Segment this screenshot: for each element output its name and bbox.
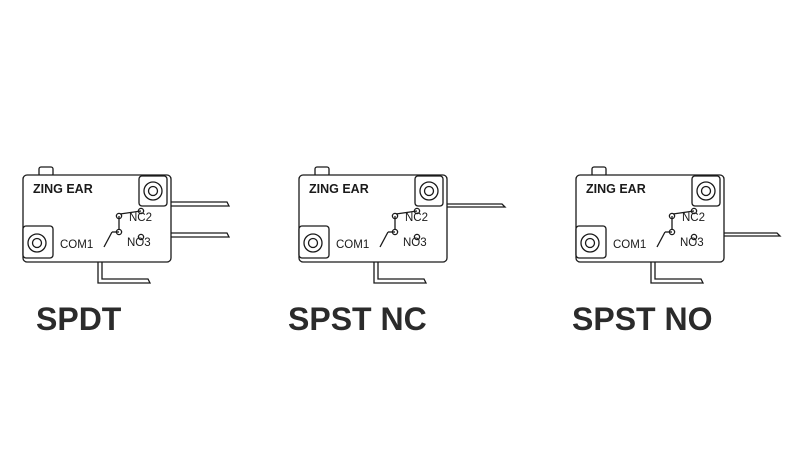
no-terminal-pin	[724, 232, 782, 237]
switch-spst-no: ZING EAR COM1 NC2 NO3	[575, 166, 782, 284]
nc-terminal-pin	[447, 203, 507, 208]
nc-terminal-label: NC2	[682, 212, 705, 224]
no-terminal-pin	[171, 232, 231, 238]
caption-spdt: SPDT	[36, 301, 122, 337]
mounting-hole-bottom	[575, 225, 607, 259]
switch-body	[22, 174, 172, 263]
no-terminal-label: NO3	[403, 237, 427, 249]
com-terminal-pin	[97, 262, 152, 284]
switch-body	[575, 174, 725, 263]
nc-terminal-pin	[171, 201, 231, 207]
caption-spst-no: SPST NO	[572, 301, 712, 337]
com-terminal-label: COM1	[60, 239, 93, 251]
com-terminal-label: COM1	[336, 239, 369, 251]
switch-spst-nc: ZING EAR COM1 NC2 NO3	[298, 166, 507, 284]
com-terminal-label: COM1	[613, 239, 646, 251]
no-terminal-label: NO3	[127, 237, 151, 249]
switch-spdt: ZING EAR COM1 NC2 NO3	[22, 166, 231, 284]
brand-label: ZING EAR	[309, 182, 369, 196]
mounting-hole-bottom	[22, 225, 54, 259]
no-terminal-label: NO3	[680, 237, 704, 249]
mounting-hole-top	[691, 175, 721, 207]
com-terminal-pin	[650, 262, 705, 284]
contact-schematic	[103, 207, 145, 248]
brand-label: ZING EAR	[33, 182, 93, 196]
nc-terminal-label: NC2	[129, 212, 152, 224]
com-terminal-pin	[373, 262, 428, 284]
mounting-hole-bottom	[298, 225, 330, 259]
mounting-hole-top	[138, 175, 168, 207]
switch-body	[298, 174, 448, 263]
caption-spst-nc: SPST NC	[288, 301, 427, 337]
nc-terminal-label: NC2	[405, 212, 428, 224]
mounting-hole-top	[414, 175, 444, 207]
contact-schematic	[379, 207, 421, 248]
brand-label: ZING EAR	[586, 182, 646, 196]
contact-schematic	[656, 207, 698, 248]
